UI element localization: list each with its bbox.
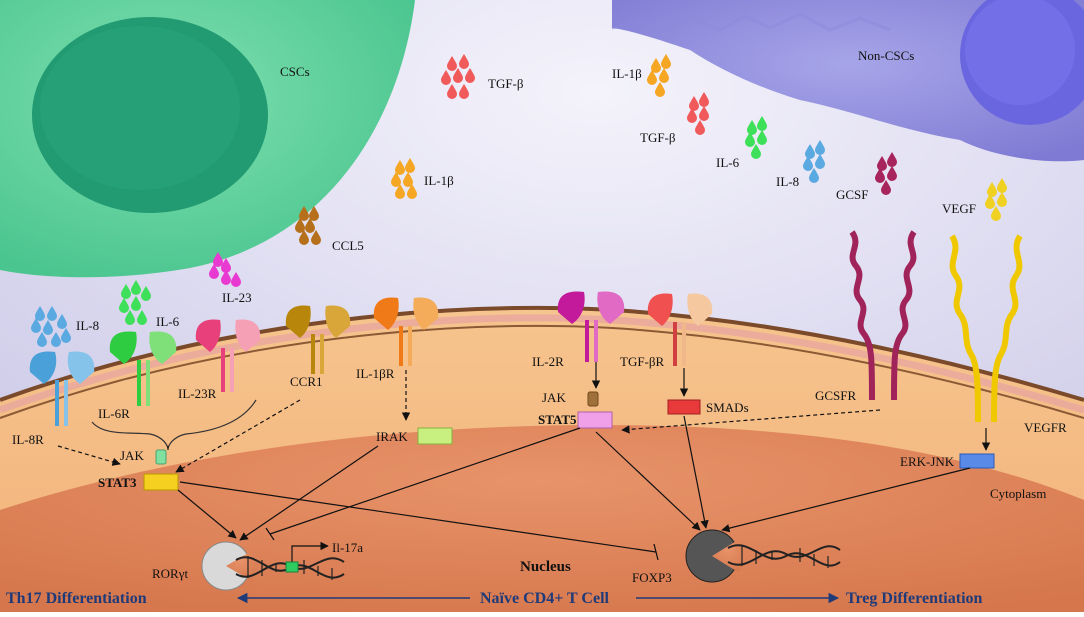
tgf-beta-label-right: TGF-β <box>640 130 676 145</box>
roryt-pacman <box>201 541 255 591</box>
il8r-label: IL-8R <box>12 432 44 447</box>
non-csc-cell: Non-CSCs <box>611 0 1084 162</box>
gcsfr-label: GCSFR <box>815 388 857 403</box>
il2r-label: IL-2R <box>532 354 564 369</box>
vegfr-receptor <box>949 234 1023 423</box>
tgf-beta-label-top: TGF-β <box>488 76 524 91</box>
dna-helix-right <box>727 544 841 568</box>
cytoplasm-label: Cytoplasm <box>990 486 1046 501</box>
nucleus-label: Nucleus <box>520 559 571 575</box>
il1b-label-mid: IL-1β <box>424 173 454 188</box>
il8r-receptor <box>29 351 95 426</box>
gcsfr-receptor <box>849 230 917 401</box>
tgf-beta-receptor <box>647 293 713 366</box>
stat3-box <box>143 473 179 491</box>
il23r-label: IL-23R <box>178 386 217 401</box>
il17a-promoter-box <box>285 561 299 573</box>
csc-label: CSCs <box>280 64 310 79</box>
il6-label-left: IL-6 <box>156 314 180 329</box>
ccr1-label: CCR1 <box>290 374 323 389</box>
jak-left-box <box>155 449 167 465</box>
stat5-label: STAT5 <box>538 412 577 427</box>
ccl5-label: CCL5 <box>332 238 364 253</box>
il1br-label: IL-1βR <box>356 366 395 381</box>
il17a-label: Il-17a <box>332 540 363 555</box>
treg-differentiation-label: Treg Differentiation <box>846 590 983 607</box>
th17-differentiation-label: Th17 Differentiation <box>6 590 147 607</box>
il2r-receptor <box>557 291 625 362</box>
il8-label-left: IL-8 <box>76 318 99 333</box>
il8-label-right: IL-8 <box>776 174 799 189</box>
smads-label: SMADs <box>706 400 749 415</box>
non-csc-label: Non-CSCs <box>858 48 914 63</box>
il1br-receptor <box>373 297 439 366</box>
ccr1-receptor <box>285 305 351 374</box>
gcsf-label: GCSF <box>836 187 869 202</box>
jak-left-label: JAK <box>120 448 144 463</box>
foxp3-label: FOXP3 <box>632 570 672 585</box>
stat5-box <box>577 411 613 429</box>
csc-cell: CSCs <box>0 0 415 278</box>
irak-box <box>417 427 453 445</box>
smads-box <box>667 399 701 415</box>
tgfbr-label: TGF-βR <box>620 354 665 369</box>
il6r-label: IL-6R <box>98 406 130 421</box>
il1b-label-top: IL-1β <box>612 66 642 81</box>
vegf-label: VEGF <box>942 201 976 216</box>
erk-jnk-box <box>959 453 995 469</box>
naive-cd4-label: Naïve CD4+ T Cell <box>480 590 610 607</box>
irak-label: IRAK <box>376 429 408 444</box>
signal-arrows <box>57 362 991 566</box>
il23r-receptor <box>195 319 261 392</box>
jak-mid-box <box>587 391 599 407</box>
il6-label-right: IL-6 <box>716 155 740 170</box>
vegfr-label: VEGFR <box>1024 420 1067 435</box>
jak-mid-label: JAK <box>542 390 566 405</box>
il23-label: IL-23 <box>222 290 252 305</box>
stat3-label: STAT3 <box>98 475 137 490</box>
il6r-receptor <box>109 331 177 406</box>
erk-jnk-label: ERK-JNK <box>900 454 955 469</box>
roryt-label: RORγt <box>152 566 188 581</box>
